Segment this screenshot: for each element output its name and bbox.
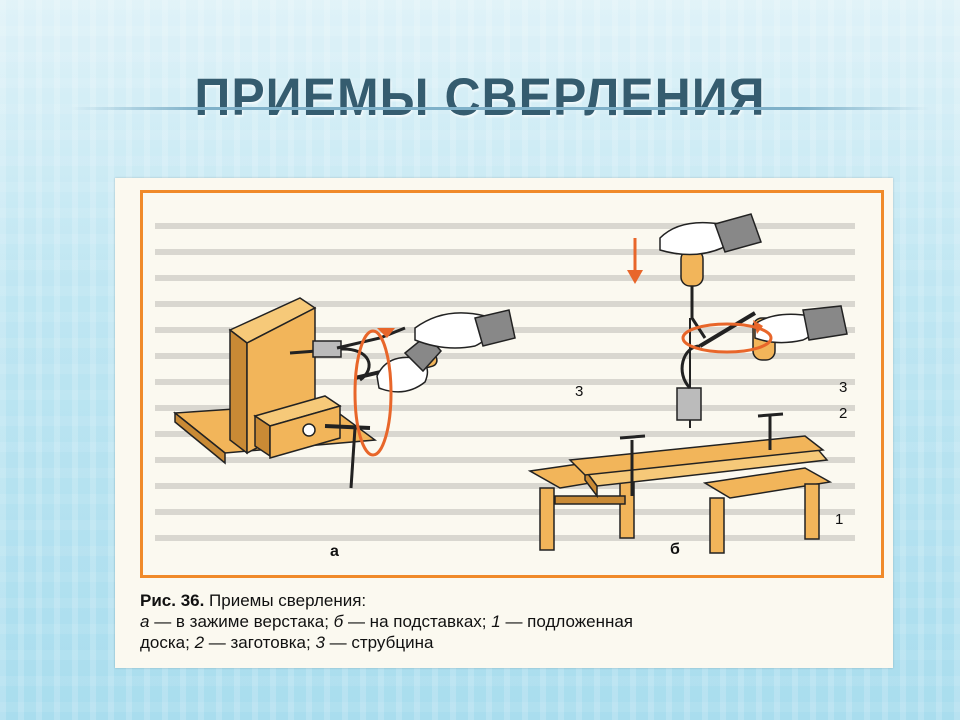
caption-fig-title: Приемы сверления: bbox=[204, 591, 367, 610]
figure-frame bbox=[140, 190, 884, 578]
caption-n1: 1 bbox=[491, 612, 501, 631]
caption-fig-ref: Рис. 36. bbox=[140, 591, 205, 610]
caption-a-text: — в зажиме верстака; bbox=[149, 612, 334, 631]
scene-a-vise bbox=[173, 297, 516, 489]
drilling-illustration: а б bbox=[155, 213, 855, 560]
label-a: а bbox=[330, 543, 339, 560]
caption-b-text: — на подставках; bbox=[343, 612, 492, 631]
slide-title: ПРИЕМЫ СВЕРЛЕНИЯ bbox=[194, 67, 766, 127]
label-1: 1 bbox=[835, 511, 843, 528]
caption-n2-text: — заготовка; bbox=[204, 633, 316, 652]
figure-caption: Рис. 36. Приемы сверления: а — в зажиме … bbox=[140, 590, 880, 653]
scene-b-supports bbox=[527, 213, 848, 554]
caption-n3: 3 bbox=[315, 633, 325, 652]
label-b: б bbox=[670, 541, 680, 558]
label-3-left: 3 bbox=[575, 383, 583, 400]
caption-b-letter: б bbox=[333, 612, 344, 631]
label-2: 2 bbox=[839, 405, 847, 422]
caption-a-letter: а bbox=[140, 612, 150, 631]
caption-n2: 2 bbox=[194, 633, 205, 652]
caption-n3-text: — струбцина bbox=[324, 633, 434, 652]
caption-line-2: а — в зажиме верстака; б — на подставках… bbox=[140, 611, 880, 632]
label-3-right: 3 bbox=[839, 379, 847, 396]
caption-line3-start: доска; bbox=[140, 633, 195, 652]
caption-line-3: доска; 2 — заготовка; 3 — струбцина bbox=[140, 632, 880, 653]
caption-n1-text: — подложенная bbox=[500, 612, 634, 631]
title-underline bbox=[70, 107, 930, 110]
caption-line-1: Рис. 36. Приемы сверления: bbox=[140, 590, 880, 611]
